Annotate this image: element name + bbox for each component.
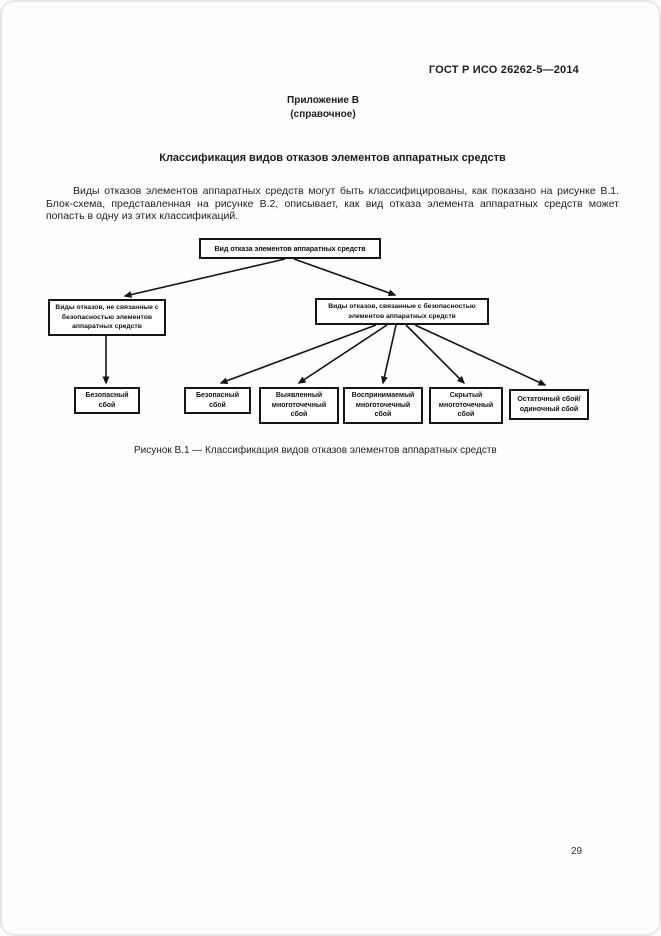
flowchart-leaf-detected-multipoint-fault: Выявленный многоточечный сбой [259,387,339,424]
flowchart-leaf-perceived-multipoint-fault: Воспринимаемый многоточечный сбой [343,387,423,424]
annex-label: Приложение В [287,95,359,106]
body-paragraph: Виды отказов элементов аппаратных средст… [46,185,619,222]
flowchart-root-node: Вид отказа элементов аппаратных средств [199,238,381,259]
flowchart-right-branch-node: Виды отказов, связанные с безопасностью … [315,298,489,325]
flowchart-leaf-latent-multipoint-fault: Скрытый многоточечный сбой [429,387,503,424]
document-header: ГОСТ Р ИСО 26262-5—2014 [428,64,579,76]
flowchart-leaf-residual-single-point-fault: Остаточный сбой/ одиночный сбой [509,389,589,420]
failure-modes-flowchart: Вид отказа элементов аппаратных средств … [2,235,659,440]
annex-block: Приложение В (справочное) [2,94,644,122]
page-number: 29 [571,846,583,857]
connector-arrows [102,258,547,386]
section-title: Классификация видов отказов элементов ап… [159,152,506,164]
flowchart-left-branch-node: Виды отказов, не связанные с безопасност… [48,299,166,336]
figure-caption: Рисунок В.1 — Классификация видов отказо… [134,445,497,456]
annex-type: (справочное) [290,109,356,120]
flowchart-leaf-safe-fault: Безопасный сбой [184,387,251,414]
flowchart-leaf-safe-fault-left: Безопасный сбой [74,387,140,414]
